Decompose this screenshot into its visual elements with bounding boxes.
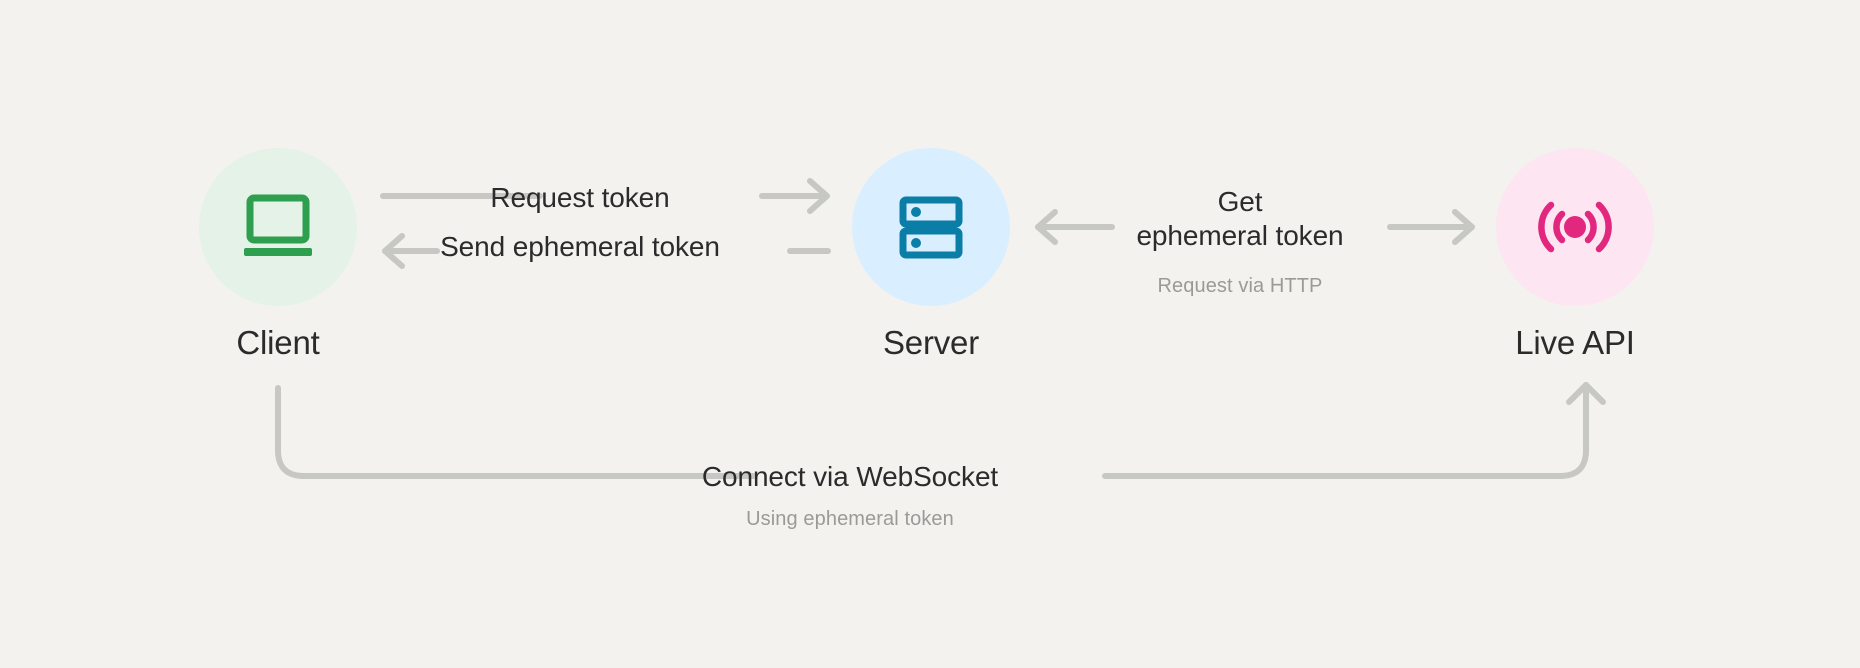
edge-label-get-ephemeral-token-line1: Get [1217, 186, 1263, 217]
connector-connect-websocket [275, 382, 1606, 479]
edge-sublabel-using-ephemeral-token: Using ephemeral token [746, 508, 954, 530]
node-server-circle [852, 148, 1010, 306]
edge-sublabel-request-via-http: Request via HTTP [1157, 275, 1323, 297]
broadcast-signal-icon [1538, 201, 1612, 253]
edge-label-request-token: Request token [490, 182, 670, 213]
node-live-api[interactable]: Live API [1475, 148, 1675, 359]
node-server-label: Server [883, 324, 979, 361]
node-live-api-circle [1496, 148, 1654, 306]
arrowhead-up-connect-websocket [1566, 382, 1606, 405]
node-client[interactable]: Client [178, 148, 378, 359]
arrowhead-left-get-ephemeral-token [1035, 209, 1058, 245]
server-rack-icon [899, 196, 963, 259]
arrowhead-right-request-token [807, 178, 830, 214]
edge-label-connect-websocket: Connect via WebSocket [701, 461, 999, 492]
arrowhead-right-get-ephemeral-token [1452, 209, 1475, 245]
arrowhead-left-send-ephemeral-token [382, 233, 405, 269]
node-server[interactable]: Server [831, 148, 1031, 359]
edge-label-get-ephemeral-token: Get ephemeral token [1080, 185, 1400, 252]
connector-request-token [380, 178, 830, 214]
connector-send-ephemeral-token [382, 233, 831, 269]
edge-label-get-ephemeral-token-line2: ephemeral token [1136, 219, 1344, 251]
node-client-label: Client [236, 324, 320, 361]
node-live-api-label: Live API [1515, 324, 1635, 361]
node-client-circle [199, 148, 357, 306]
edge-label-send-ephemeral-token: Send ephemeral token [440, 231, 720, 262]
connector-get-ephemeral-token [1035, 209, 1475, 245]
laptop-icon [244, 194, 312, 256]
